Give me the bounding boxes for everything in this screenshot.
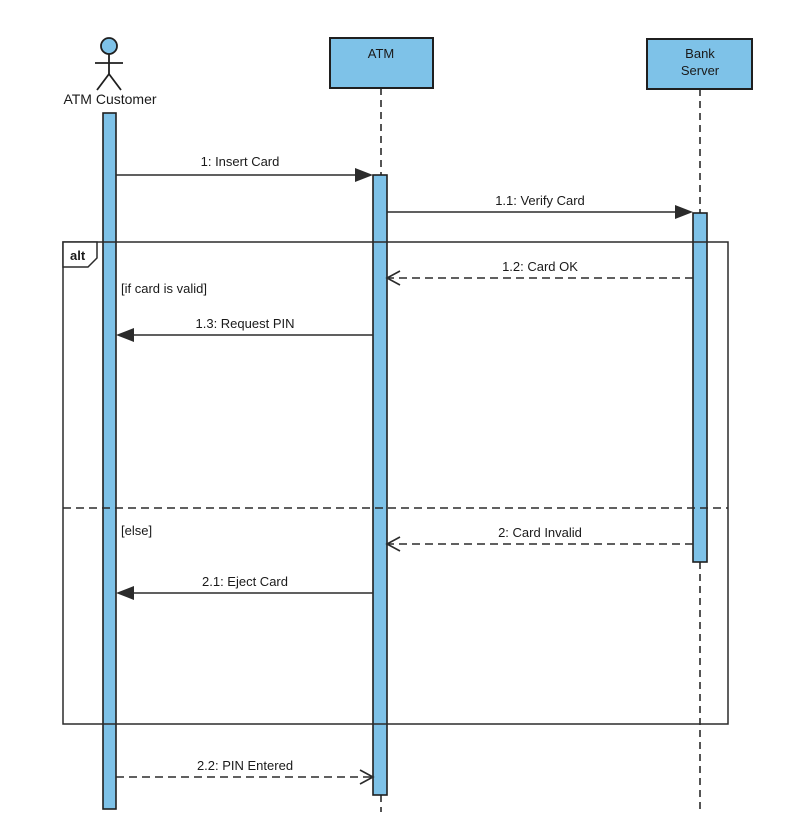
arrowhead-open-left-icon <box>385 270 401 286</box>
arrowhead-open-left-icon <box>385 536 401 552</box>
arrowhead-filled-left-icon <box>116 586 134 600</box>
message-request-pin[interactable]: 1.3: Request PIN <box>116 316 373 342</box>
participant-bank-server[interactable]: Bank Server <box>646 38 753 90</box>
alt-operator-label: alt <box>70 248 86 263</box>
message-verify-card-label: 1.1: Verify Card <box>495 193 585 208</box>
actor-right-leg-icon <box>108 73 122 91</box>
alt-operator: alt <box>62 241 98 268</box>
participant-bank-server-box <box>646 38 753 90</box>
participant-atm-box <box>329 37 434 89</box>
arrowhead-filled-right-icon <box>355 168 373 182</box>
message-insert-card-label: 1: Insert Card <box>201 154 280 169</box>
participant-bank-server-label-line2: Server <box>681 63 720 78</box>
guard-if-label: [if card is valid] <box>121 281 207 296</box>
activation-customer[interactable] <box>102 112 117 810</box>
actor-head-icon <box>100 37 118 55</box>
message-card-invalid-label: 2: Card Invalid <box>498 525 582 540</box>
participant-atm-label: ATM <box>368 46 394 61</box>
message-request-pin-label: 1.3: Request PIN <box>196 316 295 331</box>
activation-bank-server[interactable] <box>692 212 708 563</box>
message-pin-entered[interactable]: 2.2: PIN Entered <box>116 758 375 785</box>
actor-left-leg-icon <box>96 73 110 91</box>
alt-pentagon-icon <box>62 241 98 268</box>
message-card-ok[interactable]: 1.2: Card OK <box>385 259 693 286</box>
actor-atm-customer[interactable]: ATM Customer <box>63 37 157 107</box>
guard-else-label: [else] <box>121 523 152 538</box>
alt-fragment-frame <box>62 241 729 725</box>
arrowhead-filled-left-icon <box>116 328 134 342</box>
activation-atm[interactable] <box>372 174 388 796</box>
arrowhead-filled-right-icon <box>675 205 693 219</box>
message-card-ok-label: 1.2: Card OK <box>502 259 578 274</box>
message-card-invalid[interactable]: 2: Card Invalid <box>385 525 693 552</box>
participant-bank-server-label-line1: Bank <box>685 46 715 61</box>
actor-label: ATM Customer <box>63 91 156 107</box>
message-eject-card-label: 2.1: Eject Card <box>202 574 288 589</box>
participant-atm[interactable]: ATM <box>329 37 434 89</box>
arrowhead-open-right-icon <box>359 769 375 785</box>
message-eject-card[interactable]: 2.1: Eject Card <box>116 574 373 600</box>
message-pin-entered-label: 2.2: PIN Entered <box>197 758 293 773</box>
message-insert-card[interactable]: 1: Insert Card <box>116 154 373 182</box>
alt-fragment[interactable] <box>62 241 729 725</box>
message-verify-card[interactable]: 1.1: Verify Card <box>387 193 693 219</box>
